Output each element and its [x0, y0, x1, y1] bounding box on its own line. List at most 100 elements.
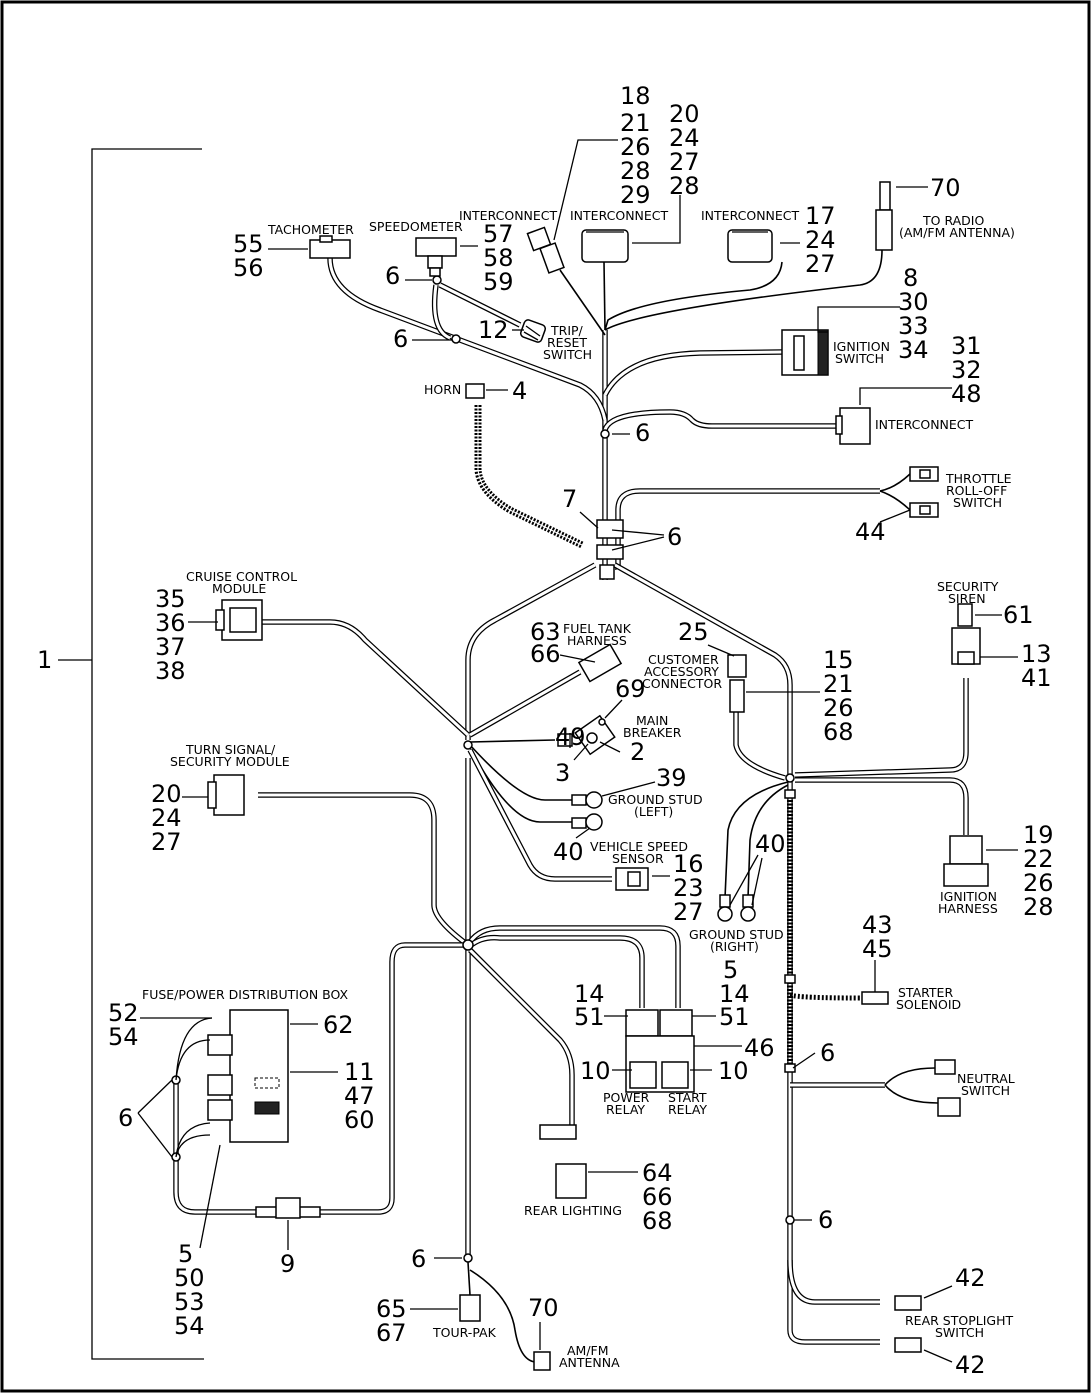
- interconnect-connector-1: [526, 226, 565, 274]
- label-rear-lighting: REAR LIGHTING: [524, 1203, 622, 1218]
- callout-speedo-clip: 6: [385, 262, 400, 290]
- ground-stud-left: [571, 791, 603, 831]
- horn-conduit-core: [477, 405, 583, 546]
- callout-vss-1: 23: [673, 874, 704, 902]
- callout-fuseb-0: 11: [344, 1058, 375, 1086]
- label-trip-2: SWITCH: [543, 347, 592, 362]
- callout-speedo-0: 57: [483, 220, 514, 248]
- callout-fusec-3: 54: [174, 1312, 205, 1340]
- label-siren-0: SECURITY: [937, 579, 999, 594]
- callout-siren: 61: [1003, 601, 1034, 629]
- callout-vss-0: 16: [673, 850, 704, 878]
- callout-ignh-1: 22: [1023, 845, 1054, 873]
- label-neutral-1: SWITCH: [961, 1083, 1010, 1098]
- label-cust-2: CONNECTOR: [642, 676, 722, 691]
- callout-rear-0: 64: [642, 1159, 673, 1187]
- callout-cust-1: 21: [823, 670, 854, 698]
- label-ign-h-0: IGNITION: [940, 889, 997, 904]
- label-gnd-left-1: (LEFT): [634, 804, 673, 819]
- callout-rear-2: 68: [642, 1207, 673, 1235]
- speedometer-connector: [415, 237, 457, 277]
- ignition-switch-connector: [781, 329, 829, 376]
- callout-stack18-4: 29: [620, 181, 651, 209]
- label-start-relay-0: START: [668, 1090, 707, 1105]
- callout-fuseb-1: 47: [344, 1082, 375, 1110]
- callout-trip: 12: [478, 316, 509, 344]
- label-vss-1: SENSOR: [612, 851, 664, 866]
- callout-ignh-0: 19: [1023, 821, 1054, 849]
- callout-fuel-1: 66: [530, 640, 561, 668]
- callout-starter-1: 45: [862, 935, 893, 963]
- callout-fusea-1: 54: [108, 1023, 139, 1051]
- callout-antenna: 70: [528, 1294, 559, 1322]
- callout-fuel-0: 63: [530, 618, 561, 646]
- label-power-relay-1: RELAY: [606, 1102, 645, 1117]
- fuse-box: [175, 1009, 289, 1158]
- label-neutral-0: NEUTRAL: [957, 1071, 1015, 1086]
- starter-solenoid-connector: [861, 991, 889, 1005]
- callout-fusec-2: 53: [174, 1288, 205, 1316]
- callout-horn: 4: [512, 377, 527, 405]
- callout-clip-upper: 6: [635, 419, 650, 447]
- callout-ign-2: 33: [898, 312, 929, 340]
- label-starter-0: STARTER: [898, 985, 953, 1000]
- tour-pak-connector: [459, 1294, 481, 1322]
- trip-reset-switch: [519, 319, 547, 343]
- customer-accessory-connector: [727, 654, 747, 713]
- callout-1: 1: [37, 646, 52, 674]
- label-ign-sw-1: SWITCH: [835, 351, 884, 366]
- label-trip-0: TRIP/: [550, 323, 584, 338]
- callout-speedo-1: 58: [483, 244, 514, 272]
- tachometer-connector: [309, 235, 351, 259]
- callout-tach-0: 55: [233, 230, 264, 258]
- callout-numbers: 1 55 56 57 58 59 6 6 12 18 21 26 28 29 2…: [37, 82, 1054, 1379]
- callout-62: 62: [323, 1011, 354, 1039]
- label-speedometer: SPEEDOMETER: [369, 219, 463, 234]
- callout-throttle: 44: [855, 518, 886, 546]
- label-start-relay-1: RELAY: [668, 1102, 707, 1117]
- interconnect-connector-2: [581, 229, 629, 263]
- callout-stack18-1: 21: [620, 109, 651, 137]
- callout-ic4-0: 31: [951, 332, 982, 360]
- fuel-tank-connector: [577, 643, 623, 683]
- label-fuse-box: FUSE/POWER DISTRIBUTION BOX: [142, 987, 349, 1002]
- label-to-radio-1: (AM/FM ANTENNA): [899, 225, 1015, 240]
- callout-3: 3: [555, 759, 570, 787]
- callout-starter-0: 43: [862, 911, 893, 939]
- security-siren-connector: [951, 603, 981, 665]
- label-ign-sw-0: IGNITION: [833, 339, 890, 354]
- callout-relayr-0: 5: [723, 956, 738, 984]
- label-interconnect-2: INTERCONNECT: [570, 208, 669, 223]
- callout-2: 2: [630, 738, 645, 766]
- interconnect-connector-3: [727, 229, 773, 263]
- callout-10-left: 10: [580, 1057, 611, 1085]
- callout-25: 25: [678, 618, 709, 646]
- callout-cust-3: 68: [823, 718, 854, 746]
- label-starter-1: SOLENOID: [896, 997, 961, 1012]
- callout-46: 46: [744, 1034, 775, 1062]
- ground-stud-right: [717, 894, 756, 922]
- label-breaker-0: MAIN: [636, 713, 668, 728]
- label-cust-1: ACCESSORY: [644, 664, 719, 679]
- callout-69: 69: [615, 675, 646, 703]
- callout-tach-1: 56: [233, 254, 264, 282]
- callout-radio: 70: [930, 174, 961, 202]
- callout-40-right: 40: [755, 830, 786, 858]
- callout-clip-right: 6: [820, 1039, 835, 1067]
- label-cruise-1: MODULE: [212, 581, 266, 596]
- label-interconnect-4: INTERCONNECT: [875, 417, 974, 432]
- callout-clip-mid: 6: [667, 523, 682, 551]
- label-cruise-0: CRUISE CONTROL: [186, 569, 297, 584]
- callout-relayl-1: 51: [574, 1003, 605, 1031]
- label-gnd-left-0: GROUND STUD: [608, 792, 703, 807]
- callout-ign-1: 30: [898, 288, 929, 316]
- callout-relayr-2: 51: [719, 1003, 750, 1031]
- label-turn-0: TURN SIGNAL/: [185, 742, 276, 757]
- callout-7: 7: [562, 485, 577, 513]
- callout-vss-2: 27: [673, 898, 704, 926]
- label-fuel-0: FUEL TANK: [563, 621, 632, 636]
- overall-bracket: [58, 148, 204, 1360]
- callout-siren-conn-1: 41: [1021, 664, 1052, 692]
- callout-stack20-1: 24: [669, 124, 700, 152]
